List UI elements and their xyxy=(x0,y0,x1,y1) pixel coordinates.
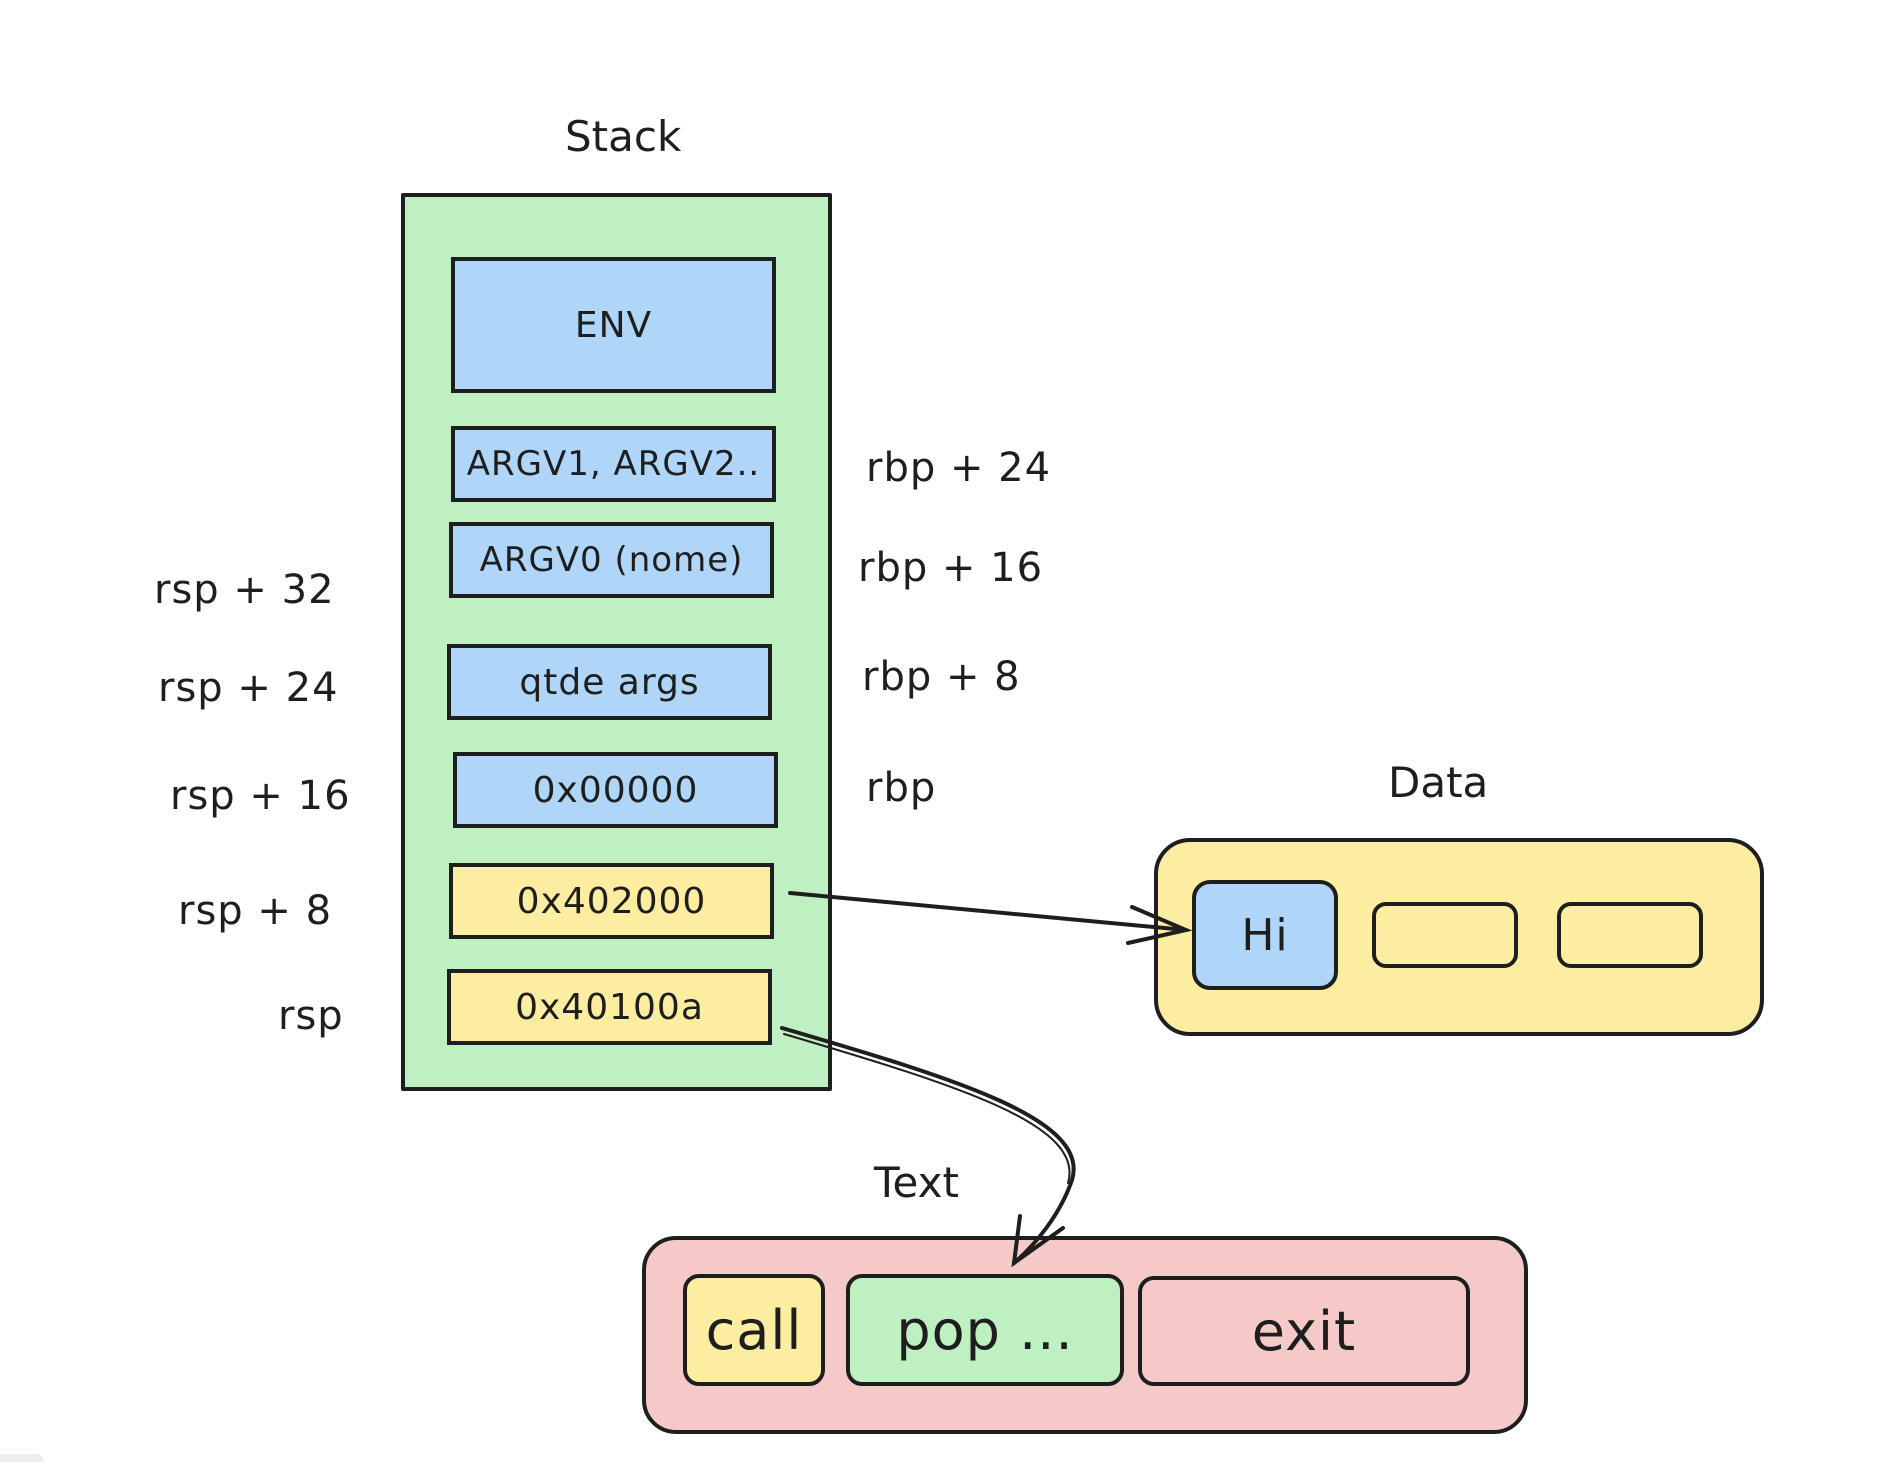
data-cell-label: Hi xyxy=(1241,909,1289,961)
text-cell-label: pop ... xyxy=(896,1298,1074,1362)
rsp-offset-label: rsp xyxy=(278,993,344,1039)
rsp-offset-label: rsp + 8 xyxy=(178,888,333,934)
stack-title: Stack xyxy=(565,112,682,161)
stack-cell-return-address: 0x40100a xyxy=(447,969,772,1045)
stack-cell-argv1-argv2: ARGV1, ARGV2.. xyxy=(451,426,776,502)
arrow-data-pointer-to-hi xyxy=(788,891,1193,945)
text-cell-exit: exit xyxy=(1138,1276,1470,1386)
page-corner-decoration xyxy=(0,1454,44,1462)
stack-cell-label: 0x00000 xyxy=(532,769,699,811)
text-segment-title: Text xyxy=(874,1158,959,1207)
stack-cell-null: 0x00000 xyxy=(453,752,778,828)
stack-cell-label: 0x402000 xyxy=(516,880,707,922)
rbp-offset-label: rbp + 24 xyxy=(866,445,1052,491)
stack-cell-label: ENV xyxy=(574,304,653,346)
rbp-offset-label: rbp + 16 xyxy=(858,545,1044,591)
rsp-offset-label: rsp + 24 xyxy=(158,665,339,711)
stack-cell-argv0: ARGV0 (nome) xyxy=(449,522,774,598)
text-cell-label: call xyxy=(705,1298,803,1362)
stack-cell-label: ARGV1, ARGV2.. xyxy=(466,444,761,484)
text-cell-pop: pop ... xyxy=(846,1274,1124,1386)
data-cell-empty xyxy=(1557,902,1703,968)
rsp-offset-label: rsp + 16 xyxy=(170,773,351,819)
rsp-offset-label: rsp + 32 xyxy=(154,567,335,613)
rbp-offset-label: rbp xyxy=(866,765,937,811)
data-segment-title: Data xyxy=(1388,758,1489,807)
stack-cell-data-pointer: 0x402000 xyxy=(449,863,774,939)
text-cell-call: call xyxy=(683,1274,825,1386)
arrow-shaft xyxy=(788,891,1188,932)
rbp-offset-label: rbp + 8 xyxy=(862,654,1021,700)
text-cell-label: exit xyxy=(1251,1299,1357,1363)
stack-cell-label: qtde args xyxy=(519,661,700,703)
data-cell-hi: Hi xyxy=(1192,880,1338,990)
stack-cell-label: 0x40100a xyxy=(515,986,704,1028)
data-cell-empty xyxy=(1372,902,1518,968)
stack-cell-label: ARGV0 (nome) xyxy=(479,540,744,580)
stack-cell-arg-count: qtde args xyxy=(447,644,772,720)
stack-cell-env: ENV xyxy=(451,257,776,393)
